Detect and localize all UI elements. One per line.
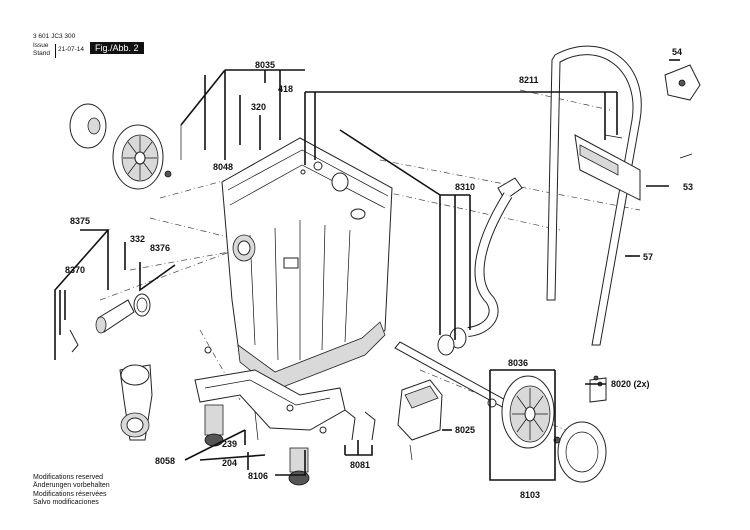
header-divider [55,44,56,58]
cable-hook-8081 [344,409,376,441]
callout-8211: 8211 [519,75,539,85]
callout-labels: 8035 320 418 8048 8211 54 53 57 8310 837… [65,47,693,500]
callout-8106: 8106 [248,471,268,481]
bracket-8025 [397,379,443,441]
issue-date: 21-07-14 [58,46,85,53]
wheel-front-right [487,375,607,483]
callout-239: 239 [222,439,237,449]
callout-8081: 8081 [350,460,370,470]
callout-418: 418 [278,84,293,94]
footer-line-en: Modifications reserved [33,474,104,481]
callout-8375: 8375 [70,216,90,226]
callout-54: 54 [672,47,682,57]
handle-57 [546,45,701,346]
callout-8035: 8035 [255,60,275,70]
screws-8020 [589,375,607,403]
callout-8376: 8376 [150,243,170,253]
stand-label: Stand [33,50,50,57]
footer-line-fr: Modifications réservées [33,490,107,498]
callout-8370: 8370 [65,265,85,275]
container-tank [221,137,393,391]
footer-line-de: Änderungen vorbehalten [33,482,110,490]
callout-leaders [54,59,680,481]
callout-8036: 8036 [508,358,528,368]
callout-204: 204 [222,458,237,468]
wheel-rear-left [69,103,172,190]
callout-57: 57 [643,252,653,262]
callout-8048: 8048 [213,162,233,172]
footer-line-es: Salvo modificaciones [33,499,99,507]
callout-8103: 8103 [520,490,540,500]
callout-8020: 8020 (2x) [611,379,650,389]
chassis-frame [194,346,413,486]
suction-hose [437,177,523,356]
document-number: 3 601 JC3 300 [33,33,76,40]
callout-53: 53 [683,182,693,192]
issue-label: Issue [33,42,49,49]
footer-notes: Modifications reserved Änderungen vorbeh… [33,474,110,508]
callout-8310: 8310 [455,182,475,192]
callout-8058: 8058 [155,456,175,466]
callout-320: 320 [251,102,266,112]
callout-332: 332 [130,234,145,244]
callout-8025: 8025 [455,425,475,435]
hose-fitting [69,293,153,441]
figure-label: Fig./Abb. 2 [90,42,144,54]
